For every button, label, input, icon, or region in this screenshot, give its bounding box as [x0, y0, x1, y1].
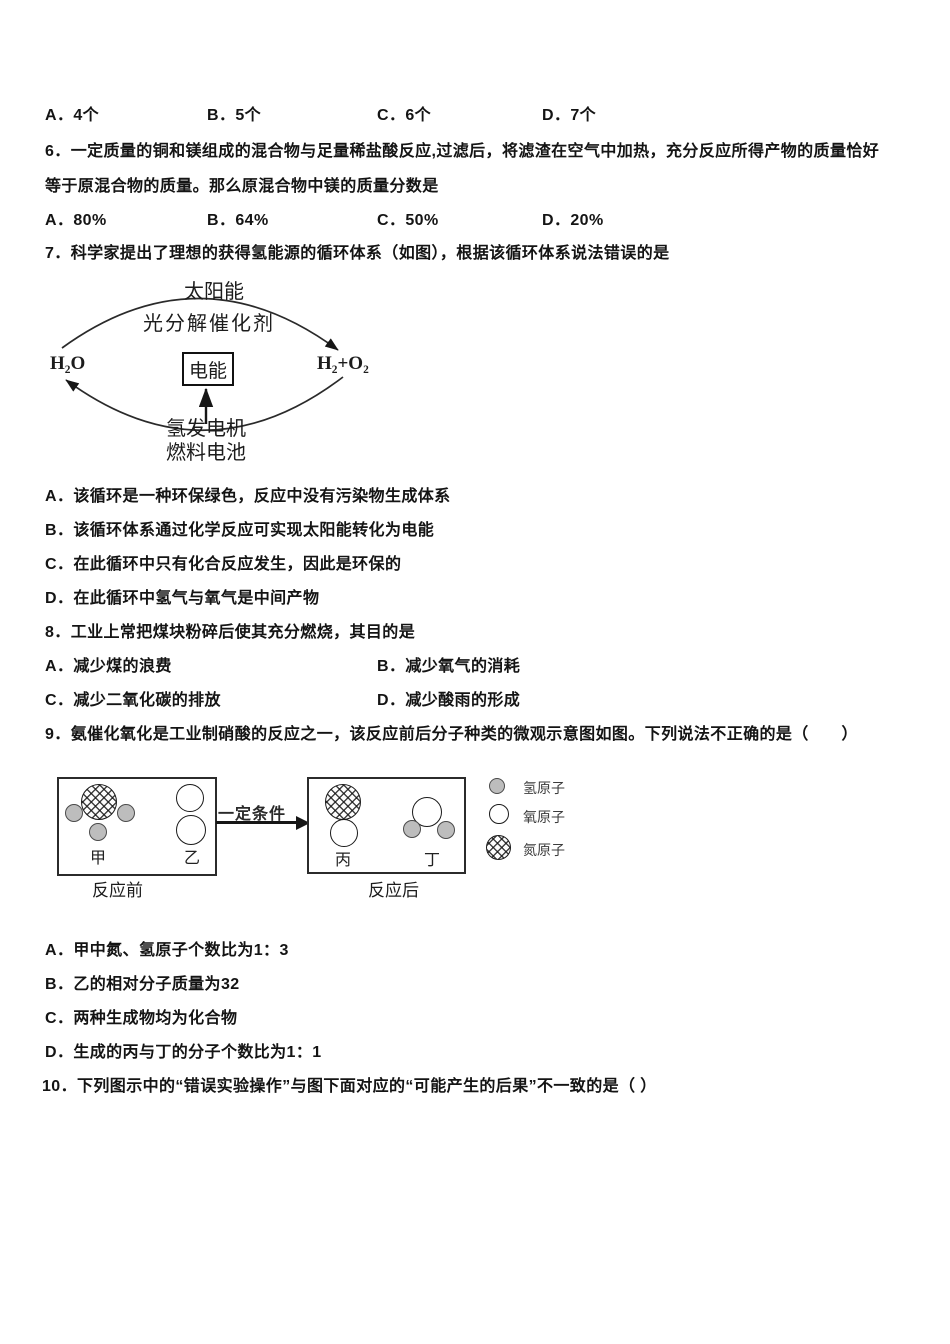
q5-options-row: A．4个 B．5个 C．6个 D．7个 — [0, 101, 950, 124]
hydrogen-atom — [89, 823, 107, 841]
after-caption: 反应后 — [368, 881, 419, 900]
legend-oxygen-atom-icon — [489, 804, 509, 824]
q8-options-row2: C．减少二氧化碳的排放 D．减少酸雨的形成 — [0, 686, 950, 709]
q7-option-c-row: C．在此循环中只有化合反应发生，因此是环保的 — [0, 550, 950, 573]
legend-oxygen-label: 氧原子 — [523, 809, 565, 825]
q7-option-a-row: A．该循环是一种环保绿色，反应中没有污染物生成体系 — [0, 482, 950, 505]
q6-stem-line2: 等于原混合物的质量。那么原混合物中镁的质量分数是 — [0, 172, 950, 195]
hydrogen-generator-label: 氢发电机 — [166, 418, 246, 440]
q8-options-row1: A．减少煤的浪费 B．减少氧气的消耗 — [0, 652, 950, 675]
q9-option-c: C．两种生成物均为化合物 — [45, 1010, 238, 1027]
q9-option-c-row: C．两种生成物均为化合物 — [0, 1004, 950, 1027]
reaction-micro-diagram: 甲 乙 反应前 一定条件 丙 丁 反应后 氢原子 氧原子 氮原子 — [50, 770, 610, 905]
q9-option-a-row: A．甲中氮、氢原子个数比为1：3 — [0, 936, 950, 959]
q7-option-d-row: D．在此循环中氢气与氧气是中间产物 — [0, 584, 950, 607]
q9-option-b: B．乙的相对分子质量为32 — [45, 976, 240, 993]
q7-option-d: D．在此循环中氢气与氧气是中间产物 — [45, 590, 320, 607]
q8-option-a: A．减少煤的浪费 — [45, 658, 172, 675]
q9-option-b-row: B．乙的相对分子质量为32 — [0, 970, 950, 993]
q6-options-row: A．80% B．64% C．50% D．20% — [0, 206, 950, 229]
q7-stem: 7．科学家提出了理想的获得氢能源的循环体系（如图），根据该循环体系说法错误的是 — [0, 239, 950, 262]
before-caption: 反应前 — [92, 881, 143, 900]
q6-stem-text2: 等于原混合物的质量。那么原混合物中镁的质量分数是 — [45, 178, 439, 195]
oxygen-atom — [176, 784, 204, 812]
q9-stem: 9．氨催化氧化是工业制硝酸的反应之一，该反应前后分子种类的微观示意图如图。下列说… — [0, 720, 950, 743]
nitrogen-atom — [81, 784, 117, 820]
q9-option-d-row: D．生成的丙与丁的分子个数比为1：1 — [0, 1038, 950, 1061]
q8-stem-text: 8．工业上常把煤块粉碎后使其充分燃烧，其目的是 — [45, 624, 416, 641]
q8-option-c: C．减少二氧化碳的排放 — [45, 692, 221, 709]
q9-option-a: A．甲中氮、氢原子个数比为1：3 — [45, 942, 289, 959]
oxygen-atom — [330, 819, 358, 847]
q6-option-c: C．50% — [377, 212, 439, 229]
q7-stem-text: 7．科学家提出了理想的获得氢能源的循环体系（如图），根据该循环体系说法错误的是 — [45, 245, 670, 262]
legend-nitrogen-atom-icon — [486, 835, 511, 860]
cycle-arrows-svg — [61, 297, 344, 432]
decomposition-arc-arrow — [61, 297, 339, 351]
reaction-arrow — [216, 821, 298, 824]
electric-energy-label: 电能 — [188, 360, 227, 382]
water-formula: H₂O — [50, 353, 86, 374]
q5-option-a: A．4个 — [45, 107, 100, 124]
solar-energy-label: 太阳能 — [184, 281, 244, 303]
q9-stem-text: 9．氨催化氧化是工业制硝酸的反应之一，该反应前后分子种类的微观示意图如图。下列说… — [45, 726, 858, 743]
products-formula: H₂+O₂ — [317, 353, 369, 374]
q9-option-d: D．生成的丙与丁的分子个数比为1：1 — [45, 1044, 322, 1061]
legend-nitrogen-label: 氮原子 — [523, 842, 565, 858]
q5-option-b: B．5个 — [207, 107, 262, 124]
catalyst-label: 光分解催化剂 — [143, 313, 275, 335]
q7-option-b-row: B．该循环体系通过化学反应可实现太阳能转化为电能 — [0, 516, 950, 539]
fuel-cell-arc-arrow — [65, 376, 344, 432]
q6-option-d: D．20% — [542, 212, 604, 229]
q7-option-a: A．该循环是一种环保绿色，反应中没有污染物生成体系 — [45, 488, 451, 505]
q5-option-d: D．7个 — [542, 107, 597, 124]
condition-label: 一定条件 — [218, 806, 287, 823]
hydrogen-cycle-diagram: 太阳能 光分解催化剂 H₂O 电能 H₂+O₂ 氢发电机 燃料电池 — [40, 272, 460, 472]
q8-option-d: D．减少酸雨的形成 — [377, 692, 521, 709]
q6-option-b: B．64% — [207, 212, 269, 229]
q10-stem: 10．下列图示中的“错误实验操作”与图下面对应的“可能产生的后果”不一致的是（ … — [0, 1072, 950, 1095]
molecule-yi-label: 乙 — [183, 850, 200, 867]
q7-option-b: B．该循环体系通过化学反应可实现太阳能转化为电能 — [45, 522, 435, 539]
q6-stem-text1: 6．一定质量的铜和镁组成的混合物与足量稀盐酸反应,过滤后，将滤渣在空气中加热，充… — [45, 143, 880, 160]
reaction-arrow-head — [296, 815, 310, 830]
legend-hydrogen-atom-icon — [489, 778, 505, 794]
oxygen-atom — [176, 815, 206, 845]
legend-hydrogen-label: 氢原子 — [523, 780, 565, 796]
hydrogen-atom — [403, 820, 421, 838]
q8-option-b: B．减少氧气的消耗 — [377, 658, 521, 675]
molecule-bing-label: 丙 — [334, 852, 351, 869]
q10-stem-text: 10．下列图示中的“错误实验操作”与图下面对应的“可能产生的后果”不一致的是（ … — [42, 1078, 657, 1095]
molecule-ding-label: 丁 — [423, 852, 440, 869]
q5-option-c: C．6个 — [377, 107, 432, 124]
q6-stem-line1: 6．一定质量的铜和镁组成的混合物与足量稀盐酸反应,过滤后，将滤渣在空气中加热，充… — [0, 137, 950, 160]
hydrogen-atom — [117, 804, 135, 822]
fuel-cell-label: 燃料电池 — [166, 442, 246, 464]
q8-stem: 8．工业上常把煤块粉碎后使其充分燃烧，其目的是 — [0, 618, 950, 641]
molecule-jia-label: 甲 — [89, 850, 106, 867]
electric-energy-box: 电能 — [182, 352, 234, 386]
q6-option-a: A．80% — [45, 212, 107, 229]
hydrogen-atom — [437, 821, 455, 839]
q7-option-c: C．在此循环中只有化合反应发生，因此是环保的 — [45, 556, 402, 573]
nitrogen-atom — [325, 784, 361, 820]
hydrogen-atom — [65, 804, 83, 822]
